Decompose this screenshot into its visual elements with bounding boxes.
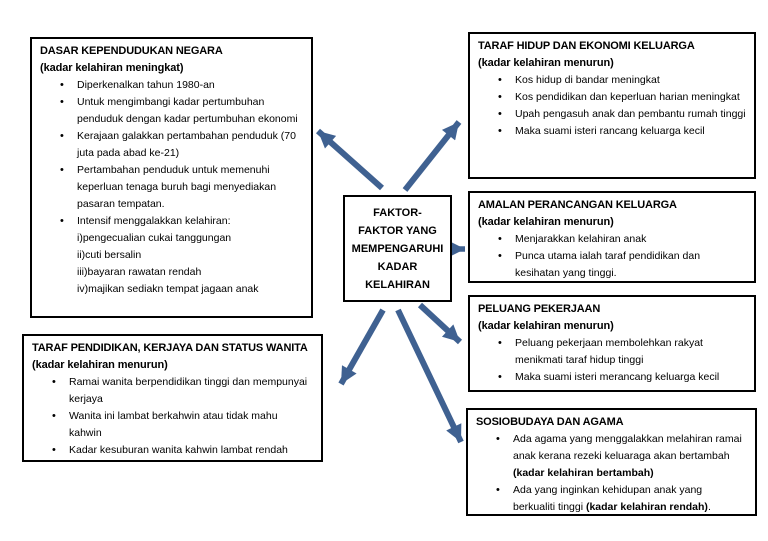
box-amalan-perancangan-keluarga: AMALAN PERANCANGAN KELUARGA (kadar kelah… [468,191,756,283]
list-item: Pertambahan penduduk untuk memenuhi kepe… [40,162,303,213]
box-title: PELUANG PEKERJAAN [478,303,601,315]
box-taraf-pendidikan-kerjaya-status-wanita: TARAF PENDIDIKAN, KERJAYA DAN STATUS WAN… [22,334,323,462]
list-item: Ada yang inginkan kehidupan anak yang be… [476,482,747,516]
bold-note: (kadar kelahiran rendah) [585,501,708,513]
box-title: TARAF HIDUP DAN EKONOMI KELUARGA [478,40,695,52]
arrow-to-dasar-kependudukan-icon [316,128,384,191]
center-topic-line: FAKTOR YANG [358,224,437,237]
box-subtitle: (kadar kelahiran menurun) [32,359,168,371]
list-item: Untuk mengimbangi kadar pertumbuhan pend… [40,94,303,128]
center-topic-box: FAKTOR- FAKTOR YANG MEMPENGARUHI KADAR K… [343,195,452,302]
box-peluang-pekerjaan: PELUANG PEKERJAAN (kadar kelahiran menur… [468,295,756,392]
arrow-to-sosiobudaya-icon [395,308,464,444]
list-item: Maka suami isteri rancang keluarga kecil [478,123,746,140]
list-item: Ada agama yang menggalakkan melahiran ra… [476,431,747,482]
box-sosiobudaya-dan-agama: SOSIOBUDAYA DAN AGAMA Ada agama yang men… [466,408,757,516]
box-title: TARAF PENDIDIKAN, KERJAYA DAN STATUS WAN… [32,342,308,354]
box-title: DASAR KEPENDUDUKAN NEGARA [40,45,223,57]
box-title: SOSIOBUDAYA DAN AGAMA [476,416,624,428]
box-subtitle: (kadar kelahiran menurun) [478,216,614,228]
list-subitem: iv)majikan sediakn tempat jagaan anak [77,283,259,295]
list-item: Kadar kesuburan wanita kahwin lambat ren… [32,442,313,459]
box-dasar-kependudukan-negara: DASAR KEPENDUDUKAN NEGARA (kadar kelahir… [30,37,313,318]
center-topic-line: KADAR [377,260,418,273]
list-item: Upah pengasuh anak dan pembantu rumah ti… [478,106,746,123]
list-subitem: i)pengecualian cukai tanggungan [77,232,232,244]
list-subitem: iii)bayaran rawatan rendah [77,266,202,278]
box-taraf-hidup-ekonomi-keluarga: TARAF HIDUP DAN EKONOMI KELUARGA (kadar … [468,32,756,179]
list-item: Diperkenalkan tahun 1980-an [40,77,303,94]
arrow-to-peluang-pekerjaan-icon [417,302,463,345]
list-item: Menjarakkan kelahiran anak [478,231,746,248]
bold-note: (kadar kelahiran bertambah) [513,467,654,479]
list-subitem: ii)cuti bersalin [77,249,142,261]
box-subtitle: (kadar kelahiran menurun) [478,320,614,332]
arrow-to-taraf-hidup-icon [402,120,462,192]
box-subtitle: (kadar kelahiran menurun) [478,57,614,69]
center-topic-line: FAKTOR- [373,206,422,219]
box-subtitle: (kadar kelahiran meningkat) [40,62,184,74]
list-item: Ramai wanita berpendidikan tinggi dan me… [32,374,313,408]
list-item: Intensif menggalakkan kelahiran: [40,213,303,230]
list-item: Punca utama ialah taraf pendidikan dan k… [478,248,746,282]
list-item: Peluang pekerjaan membolehkan rakyat men… [478,335,746,369]
list-item: Kerajaan galakkan pertambahan penduduk (… [40,128,303,162]
center-topic-line: MEMPENGARUHI [351,242,444,255]
list-item: Kos pendidikan dan keperluan harian meni… [478,89,746,106]
arrow-to-taraf-pendidikan-icon [338,308,386,386]
box-title: AMALAN PERANCANGAN KELUARGA [478,199,677,211]
list-item: Wanita ini lambat berkahwin atau tidak m… [32,408,313,442]
list-item: Kos hidup di bandar meningkat [478,72,746,89]
center-topic-line: KELAHIRAN [365,278,430,291]
list-item: Maka suami isteri merancang keluarga kec… [478,369,746,386]
